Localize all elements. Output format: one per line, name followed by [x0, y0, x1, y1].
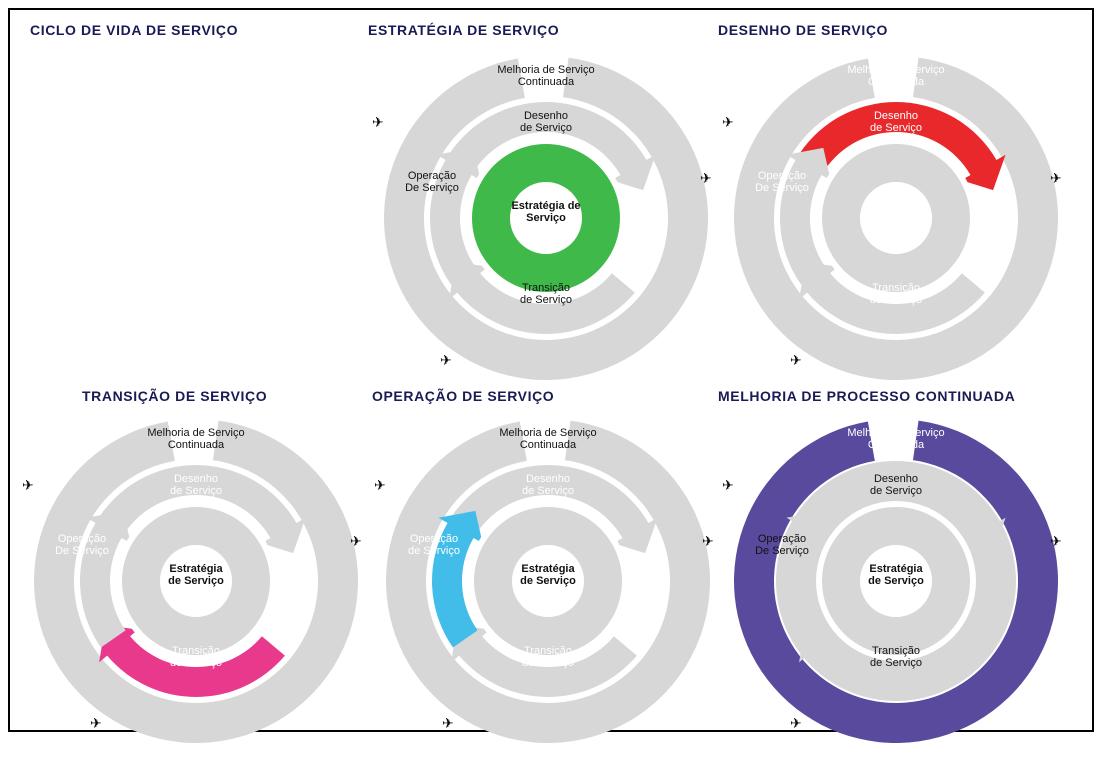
ring-strategy — [474, 507, 622, 655]
lifecycle-diagram-svg — [33, 420, 358, 743]
lifecycle-diagram-svg — [734, 57, 1058, 380]
bird-icon: ✈ — [722, 477, 734, 493]
bird-icon: ✈ — [1050, 533, 1062, 549]
ring-design — [95, 465, 306, 554]
center-hole — [161, 546, 231, 616]
title-design: DESENHO DE SERVIÇO — [718, 22, 889, 38]
bird-icon: ✈ — [442, 715, 454, 731]
title-operation: OPERAÇÃO DE SERVIÇO — [372, 388, 555, 404]
bird-icon: ✈ — [90, 715, 102, 731]
label-strategy: Estratégia de Serviço — [868, 563, 924, 587]
ring-design — [795, 465, 1006, 554]
label-csi: Melhoria de Serviço Continuada — [147, 427, 245, 451]
title-lifecycle: CICLO DE VIDA DE SERVIÇO — [30, 22, 239, 38]
label-design: Desenho de Serviço — [520, 110, 572, 134]
bird-icon: ✈ — [350, 533, 362, 549]
label-transition: Transição de Serviço — [870, 282, 922, 306]
label-csi: Melhoria de Serviço Continuada — [499, 427, 597, 451]
ring-design — [445, 102, 656, 191]
lifecycle-diagram-svg — [384, 57, 708, 380]
label-design: Desenho de Serviço — [522, 473, 574, 497]
label-csi: Melhoria de Serviço Continuada — [847, 427, 945, 451]
ring-operation — [780, 510, 831, 648]
title-strategy: ESTRATÉGIA DE SERVIÇO — [368, 22, 560, 38]
ring-transition — [451, 625, 637, 697]
label-operation: Operação de Serviço — [408, 533, 460, 557]
bird-icon: ✈ — [374, 477, 386, 493]
label-strategy: Estratégia de Serviço — [168, 563, 224, 587]
label-csi: Melhoria de Serviço Continuada — [497, 64, 595, 88]
ring-transition — [449, 262, 635, 334]
bird-icon: ✈ — [22, 477, 34, 493]
label-design: Desenho de Serviço — [870, 110, 922, 134]
label-transition: Transição de Serviço — [522, 645, 574, 669]
ring-strategy — [472, 144, 620, 292]
label-design: Desenho de Serviço — [170, 473, 222, 497]
ring-operation — [780, 147, 831, 285]
bird-icon: ✈ — [790, 352, 802, 368]
ring-design — [447, 465, 658, 554]
ring-transition — [799, 625, 985, 697]
center-hole — [511, 183, 581, 253]
ring-operation — [432, 510, 483, 648]
label-transition: Transição de Serviço — [170, 645, 222, 669]
label-csi: Melhoria de Serviço Continuada — [847, 64, 945, 88]
title-improvement: MELHORIA DE PROCESSO CONTINUADA — [718, 388, 1016, 404]
label-design: Desenho de Serviço — [870, 473, 922, 497]
label-operation: Operação De Serviço — [405, 170, 459, 194]
bird-icon: ✈ — [700, 170, 712, 186]
label-transition: Transição de Serviço — [870, 645, 922, 669]
ring-operation — [80, 510, 131, 648]
lifecycle-diagram-svg — [734, 420, 1058, 743]
top-margin — [0, 0, 1098, 8]
label-operation: Operação De Serviço — [755, 533, 809, 557]
center-hole — [513, 546, 583, 616]
label-strategy: Estratégia de Serviço — [520, 563, 576, 587]
bird-icon: ✈ — [372, 114, 384, 130]
ring-strategy — [121, 507, 270, 655]
ring-operation — [430, 147, 481, 285]
label-strategy: Estratégia de Serviço — [511, 200, 581, 224]
ring-transition — [99, 625, 285, 697]
bird-icon: ✈ — [790, 715, 802, 731]
label-strategy: Estratégia de Serviço — [868, 200, 924, 224]
bird-icon: ✈ — [702, 533, 714, 549]
ring-strategy — [822, 144, 970, 292]
center-hole — [861, 546, 931, 616]
title-transition: TRANSIÇÃO DE SERVIÇO — [82, 388, 268, 404]
ring-transition — [799, 262, 985, 334]
label-transition: Transição de Serviço — [520, 282, 572, 306]
ring-strategy — [822, 507, 970, 655]
ring-design — [795, 102, 1006, 191]
label-operation: Operação De Serviço — [55, 533, 109, 557]
label-operation: Operação De Serviço — [755, 170, 809, 194]
bird-icon: ✈ — [1050, 170, 1062, 186]
bird-icon: ✈ — [722, 114, 734, 130]
center-hole — [861, 183, 931, 253]
lifecycle-diagram-svg — [386, 420, 710, 743]
bird-icon: ✈ — [440, 352, 452, 368]
